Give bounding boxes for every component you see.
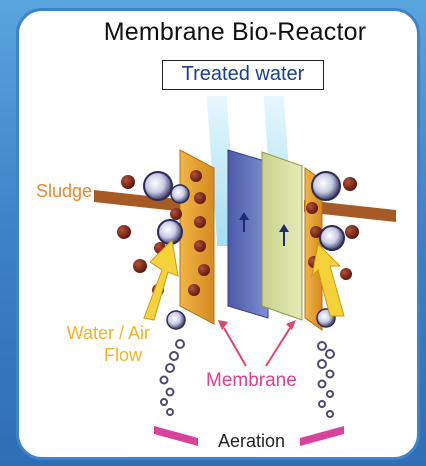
flow-label-line2: Flow	[103, 345, 142, 365]
flow-arrow-right	[311, 242, 345, 317]
sludge-particles	[117, 170, 359, 296]
air-bubbles-large	[143, 171, 345, 330]
arrow-up-icon	[279, 224, 289, 232]
treated-water-box: Treated water	[162, 60, 324, 90]
water-air-flow-label: Water / Air Flow	[40, 322, 150, 366]
flow-label-line1: Water / Air	[66, 323, 150, 343]
aeration-diffuser-left	[154, 426, 198, 446]
aeration-label: Aeration	[218, 431, 286, 451]
membrane-left	[227, 149, 269, 319]
aeration-bubbles-left	[159, 339, 185, 416]
sludge-pipe-right	[304, 200, 396, 222]
membrane-right	[261, 151, 303, 321]
sludge-pipe-left	[94, 190, 186, 212]
sludge-label: Sludge	[36, 181, 93, 201]
aeration-diffuser-right	[300, 426, 344, 446]
membrane-label: Membrane	[206, 370, 297, 391]
membrane-pointers	[218, 320, 296, 367]
aeration-bubbles-right	[317, 341, 335, 418]
arrow-up-icon	[239, 212, 249, 220]
diagram-title: Membrane Bio-Reactor	[103, 18, 367, 46]
flow-arrow-left	[143, 238, 179, 321]
